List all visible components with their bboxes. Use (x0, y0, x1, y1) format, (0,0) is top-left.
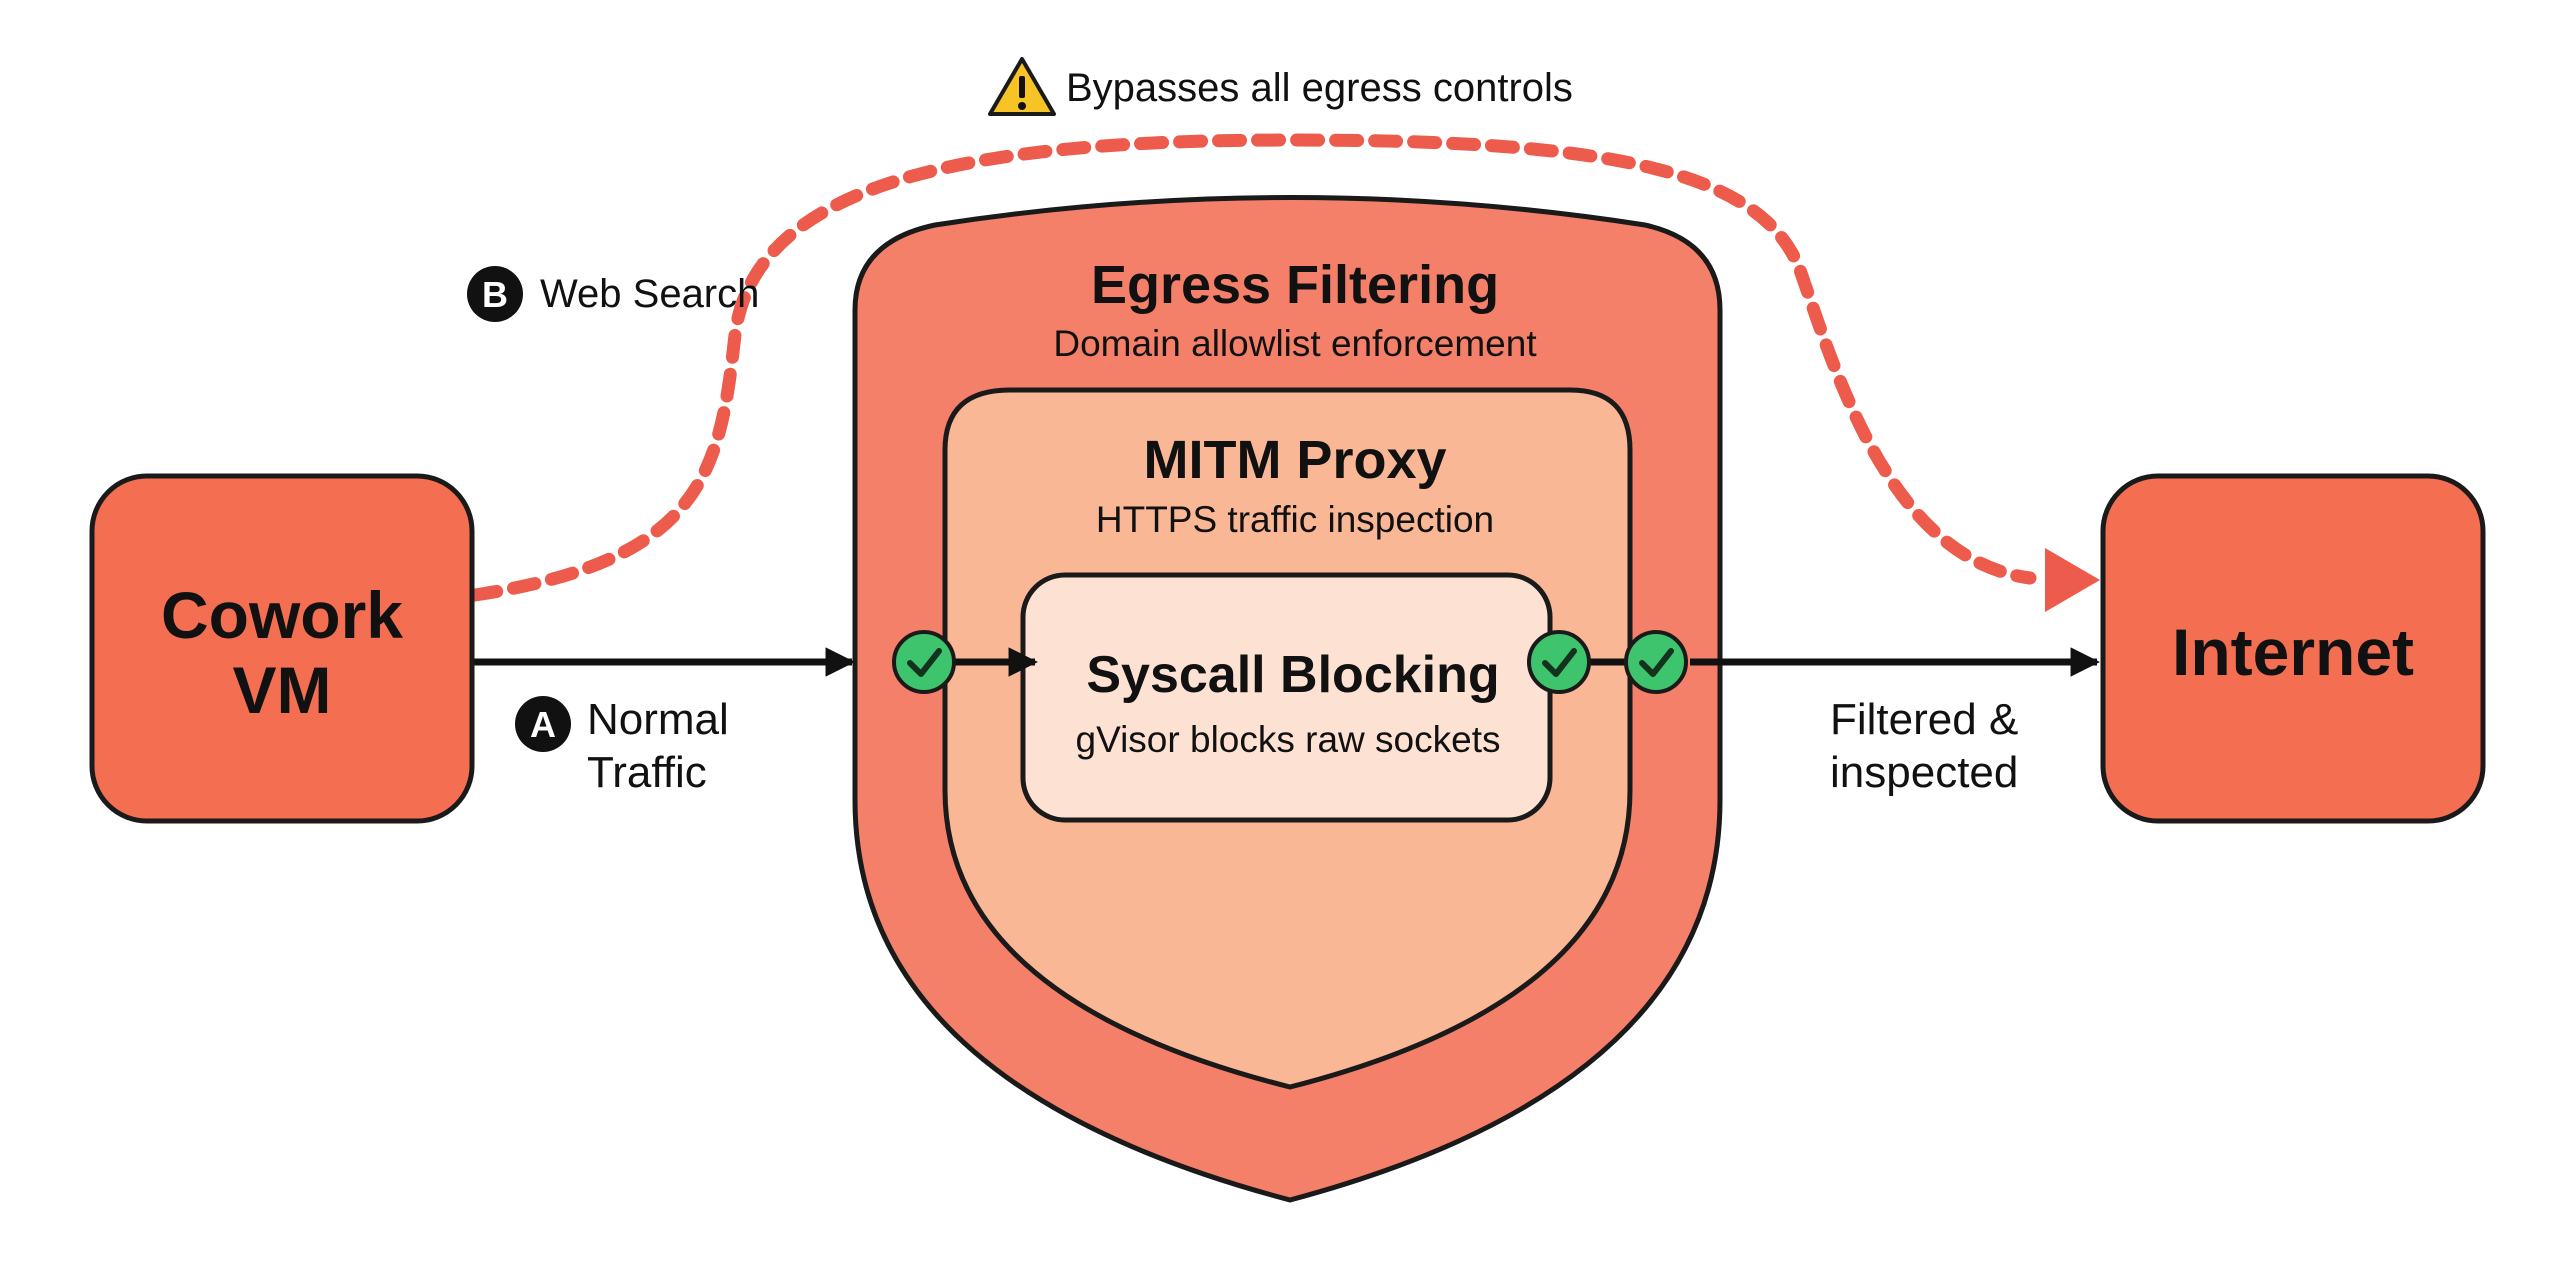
normal-traffic-label-line1: Normal (587, 695, 729, 744)
path-a-badge: A (515, 696, 571, 752)
syscall-blocking-box (1020, 572, 1553, 823)
syscall-blocking-subtitle: gVisor blocks raw sockets (1076, 719, 1501, 760)
path-b-badge-letter: B (482, 274, 508, 315)
path-a-badge-letter: A (530, 704, 556, 745)
bypass-warning-label: Bypasses all egress controls (1066, 66, 1573, 110)
syscall-blocking-title: Syscall Blocking (1086, 646, 1499, 704)
egress-filtering-subtitle: Domain allowlist enforcement (1053, 323, 1537, 364)
internet-label: Internet (2172, 615, 2414, 689)
internet-node (2100, 473, 2486, 824)
egress-filtering-title: Egress Filtering (1091, 255, 1499, 315)
bypass-arrow-head (2045, 548, 2100, 612)
check-icon (1624, 630, 1688, 694)
check-icon (1527, 630, 1591, 694)
check-icon (892, 630, 956, 694)
mitm-proxy-subtitle: HTTPS traffic inspection (1096, 499, 1494, 540)
web-search-label: Web Search (540, 272, 759, 316)
cowork-vm-node (89, 473, 475, 824)
warning-icon (988, 57, 1056, 116)
web-search-bypass-path (468, 133, 2037, 602)
mitm-proxy-title: MITM Proxy (1143, 430, 1446, 490)
filtered-label-line2: inspected (1830, 748, 2018, 797)
cowork-vm-label-line1: Cowork (161, 578, 403, 652)
cowork-vm-label-line2: VM (233, 653, 332, 727)
normal-traffic-label-line2: Traffic (587, 748, 707, 797)
filtered-label-line1: Filtered & (1830, 695, 2018, 744)
path-b-badge: B (467, 266, 523, 322)
